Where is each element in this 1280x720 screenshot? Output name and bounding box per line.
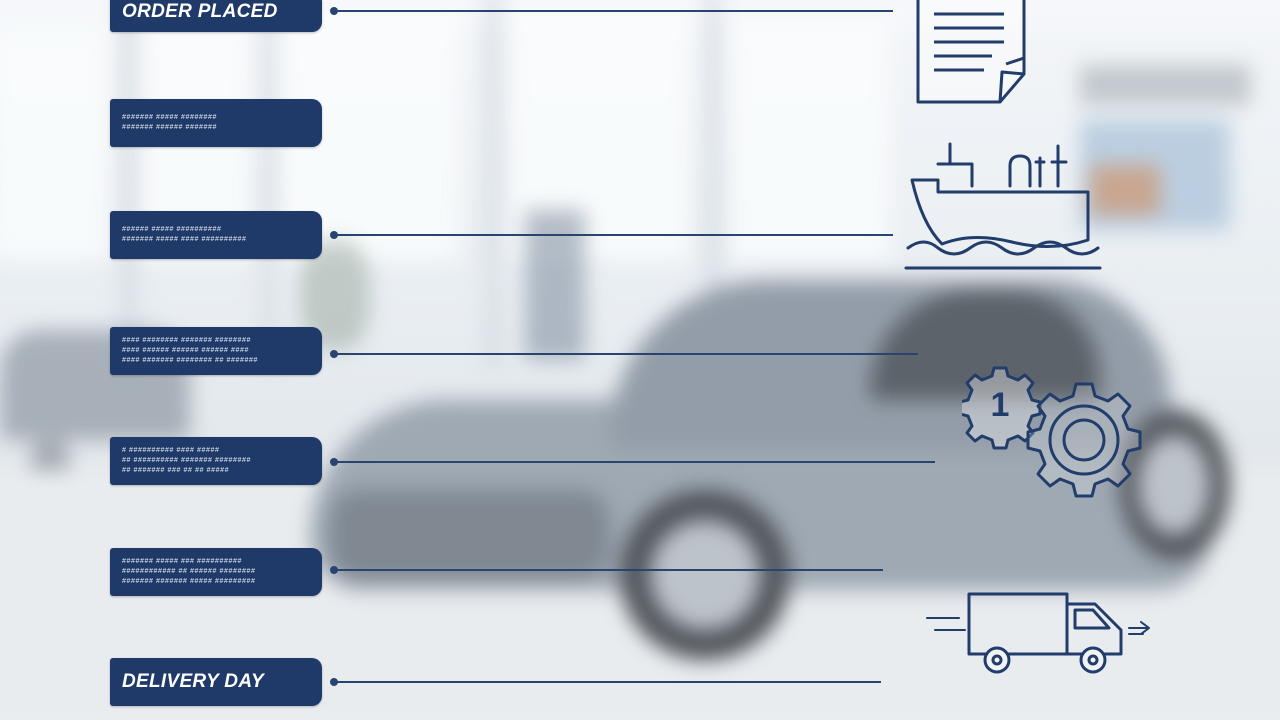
step-text-line: ####### ##### #### ########## bbox=[122, 236, 247, 243]
step-2: ####### ##### ######## ####### ###### ##… bbox=[110, 99, 322, 147]
connector-line bbox=[330, 350, 918, 358]
step-text-line: #### ####### ######## ## ####### bbox=[122, 357, 258, 364]
step-text-line: ####### ####### ##### ######### bbox=[122, 578, 256, 585]
connector-line bbox=[330, 566, 883, 574]
step-text-line: ####### ##### ### ########## bbox=[122, 558, 242, 565]
step-title: DELIVERY DAY bbox=[122, 671, 264, 692]
connector-line bbox=[330, 458, 935, 466]
connector-dot bbox=[330, 566, 338, 574]
document-icon bbox=[912, 0, 1032, 106]
gears-icon: 1 bbox=[962, 360, 1148, 502]
connector-line bbox=[330, 678, 881, 686]
step-6: ####### ##### ### ########## ###########… bbox=[110, 548, 322, 596]
step-text-line: #### ######## ####### ######## bbox=[122, 337, 251, 344]
step-3: ###### ##### ########## ####### ##### ##… bbox=[110, 211, 322, 259]
ship-icon bbox=[902, 140, 1106, 274]
connector-dot bbox=[330, 231, 338, 239]
step-text-line: ###### ##### ########## bbox=[122, 226, 222, 233]
step-text-line: ############ ## ###### ######## bbox=[122, 568, 256, 575]
step-text-line: # ########## #### ##### bbox=[122, 447, 220, 454]
connector-line bbox=[330, 7, 893, 15]
gear-number: 1 bbox=[991, 386, 1010, 424]
step-delivery-day: DELIVERY DAY bbox=[110, 658, 322, 706]
step-text-line: ## ####### ### ## ## ##### bbox=[122, 467, 230, 474]
connector-dot bbox=[330, 678, 338, 686]
connector-dot bbox=[330, 350, 338, 358]
connector-line bbox=[330, 231, 893, 239]
step-4: #### ######## ####### ######## #### ####… bbox=[110, 327, 322, 375]
connector-dot bbox=[330, 458, 338, 466]
step-order-placed: ORDER PLACED bbox=[110, 0, 322, 32]
step-text-line: ## ########## ####### ######## bbox=[122, 457, 251, 464]
step-5: # ########## #### ##### ## ########## ##… bbox=[110, 437, 322, 485]
step-text-line: #### ###### ###### ###### #### bbox=[122, 347, 249, 354]
step-text-line: ####### ###### ####### bbox=[122, 124, 217, 131]
connector-dot bbox=[330, 7, 338, 15]
step-title: ORDER PLACED bbox=[122, 1, 278, 22]
truck-icon bbox=[925, 588, 1155, 680]
step-text-line: ####### ##### ######## bbox=[122, 114, 217, 121]
